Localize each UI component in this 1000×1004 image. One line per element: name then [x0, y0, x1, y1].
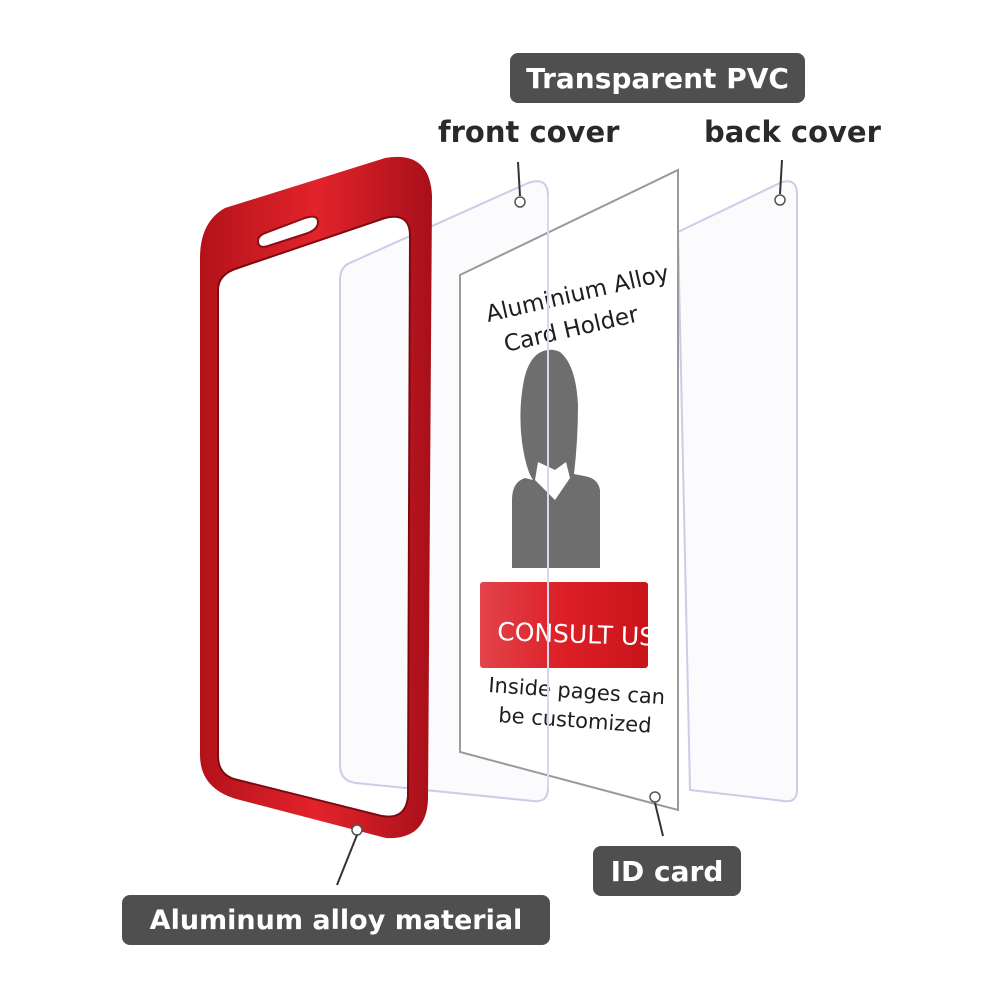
transparent-pvc-label: Transparent PVC: [510, 53, 805, 103]
leader-lines: [336, 159, 783, 886]
person-silhouette-icon: [512, 349, 600, 568]
consult-us-label: CONSULT US: [497, 617, 656, 651]
aluminum-frame: [200, 156, 432, 839]
front-cover-label: front cover: [438, 115, 620, 149]
back-cover-sheet: [676, 180, 798, 803]
back-cover-label: back cover: [704, 115, 881, 149]
id-card-sheet: Aluminium Alloy Card Holder CONSULT US I…: [459, 168, 679, 812]
aluminum-alloy-material-label: Aluminum alloy material: [122, 895, 550, 945]
id-card-label: ID card: [593, 846, 741, 896]
consult-us-button[interactable]: [480, 582, 648, 668]
